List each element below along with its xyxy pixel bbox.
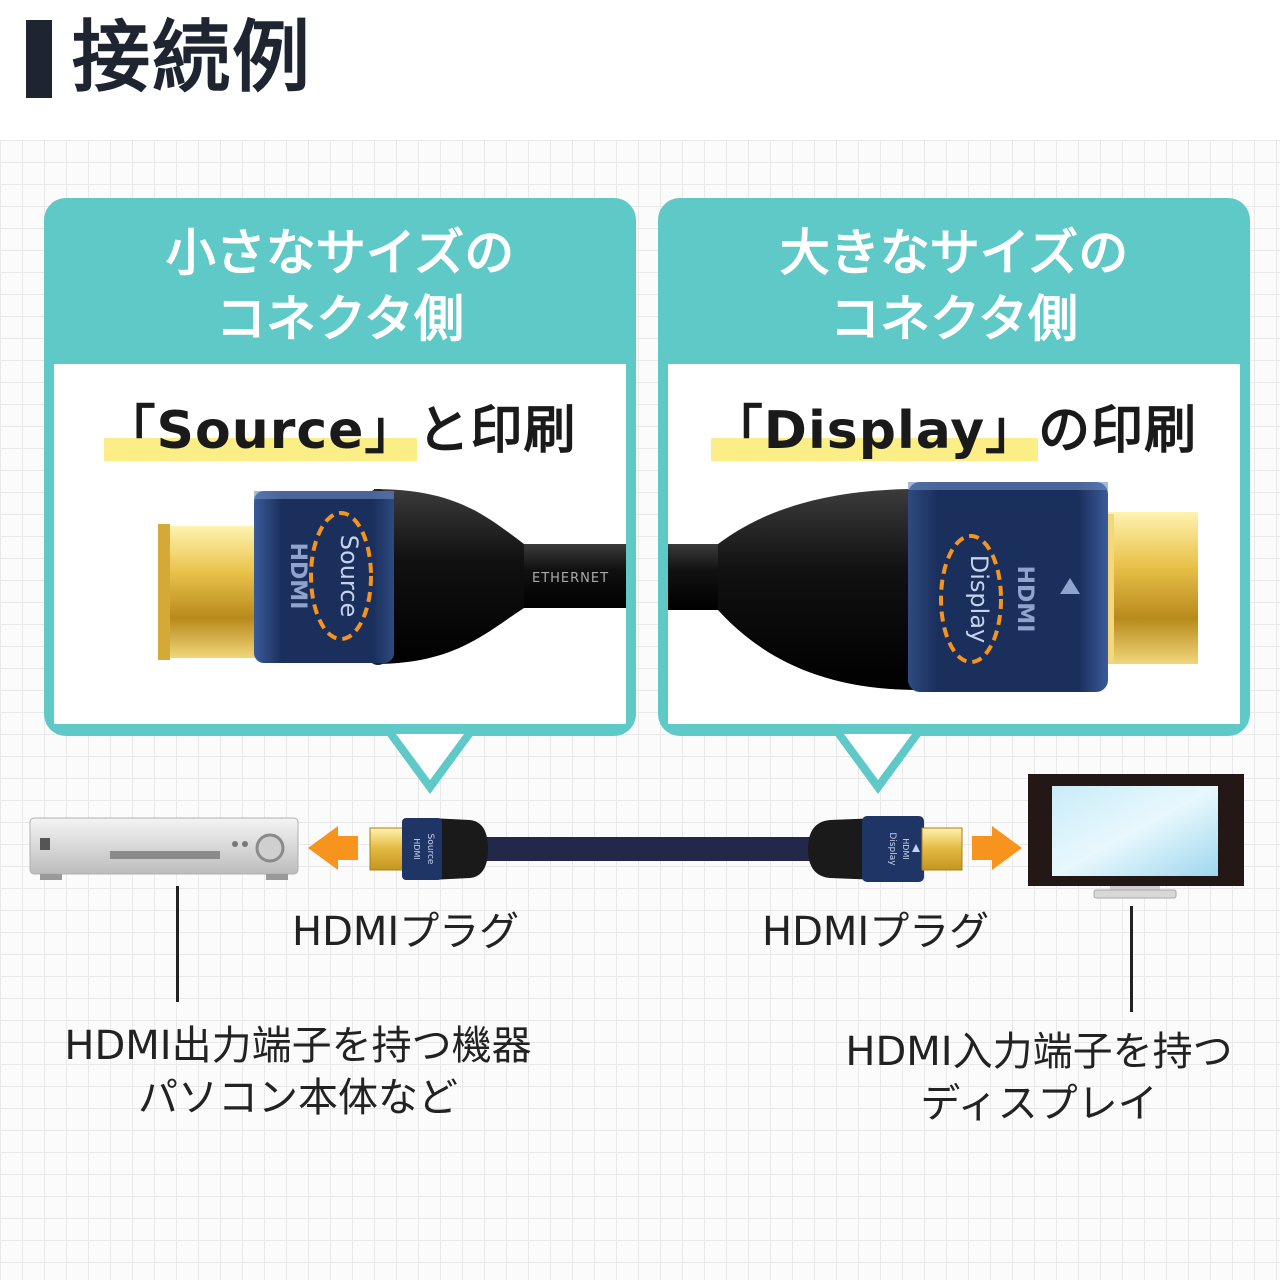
av-receiver-icon	[29, 817, 299, 880]
arrow-left-icon	[308, 826, 358, 870]
plug-source: HDMI Source	[369, 818, 488, 880]
arrow-right-icon	[972, 826, 1022, 870]
highlight-ellipse	[939, 534, 1003, 664]
callout-large-connector: 大きなサイズの コネクタ側 「Display」の印刷	[658, 198, 1250, 794]
plug-right-label: HDMIプラグ	[762, 909, 990, 955]
plug-display-print: Display	[887, 832, 897, 866]
callout-heading: 小さなサイズの コネクタ側	[44, 220, 636, 352]
highlight-ellipse	[309, 511, 373, 641]
connector-hdmi-logo: HDMI	[1012, 566, 1037, 633]
print-label-highlight: 「Display」	[710, 401, 1039, 461]
plug-hdmi-logo: HDMI	[901, 838, 910, 859]
display-device-line-1: HDMI入力端子を持つ	[845, 1029, 1233, 1075]
heading-line-1: 小さなサイズの	[165, 224, 515, 282]
connector-source-print: Source	[335, 535, 363, 617]
print-label: 「Display」の印刷	[668, 388, 1240, 463]
connector-hdmi-logo: HDMI	[285, 543, 310, 610]
source-device-line-2: パソコン本体など	[138, 1075, 458, 1121]
source-device-line-1: HDMI出力端子を持つ機器	[64, 1023, 532, 1069]
print-label: 「Source」と印刷	[54, 388, 626, 463]
cable-ethernet-print: ETHERNET	[532, 571, 609, 586]
print-label-highlight: 「Source」	[103, 401, 418, 461]
source-device-caption: HDMI出力端子を持つ機器 パソコン本体など	[38, 1020, 558, 1124]
callout-pointer-inner	[844, 734, 912, 780]
tv-display-icon	[1028, 774, 1244, 899]
source-device-leader-line	[176, 886, 179, 1002]
print-label-suffix: の印刷	[1038, 401, 1198, 461]
heading-line-1: 大きなサイズの	[779, 224, 1129, 282]
plug-source-print: Source	[425, 834, 435, 865]
print-label-suffix: と印刷	[417, 401, 577, 461]
callout-body: 「Source」と印刷 ETHERNET HDMI	[54, 364, 626, 724]
heading-line-2: コネクタ側	[830, 290, 1078, 348]
callout-pointer-inner	[396, 734, 464, 780]
connector-display-print: Display	[965, 555, 993, 643]
plug-display: HDMI Display	[808, 816, 963, 882]
callout-small-connector: 小さなサイズの コネクタ側 「Source」と印刷 ETHERNET	[44, 198, 636, 794]
display-device-caption: HDMI入力端子を持つ ディスプレイ	[826, 1026, 1252, 1130]
plug-left-label: HDMIプラグ	[292, 909, 520, 955]
display-device-line-2: ディスプレイ	[920, 1081, 1158, 1127]
plug-hdmi-logo: HDMI	[412, 838, 421, 859]
display-connector-photo: HDMI Display	[668, 482, 1198, 692]
heading-line-2: コネクタ側	[216, 290, 464, 348]
title-marker	[26, 20, 52, 98]
callout-heading: 大きなサイズの コネクタ側	[658, 220, 1250, 352]
page-title: 接続例	[72, 13, 313, 103]
display-leader-line	[1130, 906, 1133, 1012]
source-connector-photo: ETHERNET HDMI Source	[158, 489, 626, 665]
triangle-icon	[1060, 578, 1080, 594]
callout-body: 「Display」の印刷 HDMI Display	[668, 364, 1240, 724]
hdmi-cable	[470, 837, 850, 861]
connection-diagram: HDMI Source HDMI Display	[29, 774, 1244, 1012]
